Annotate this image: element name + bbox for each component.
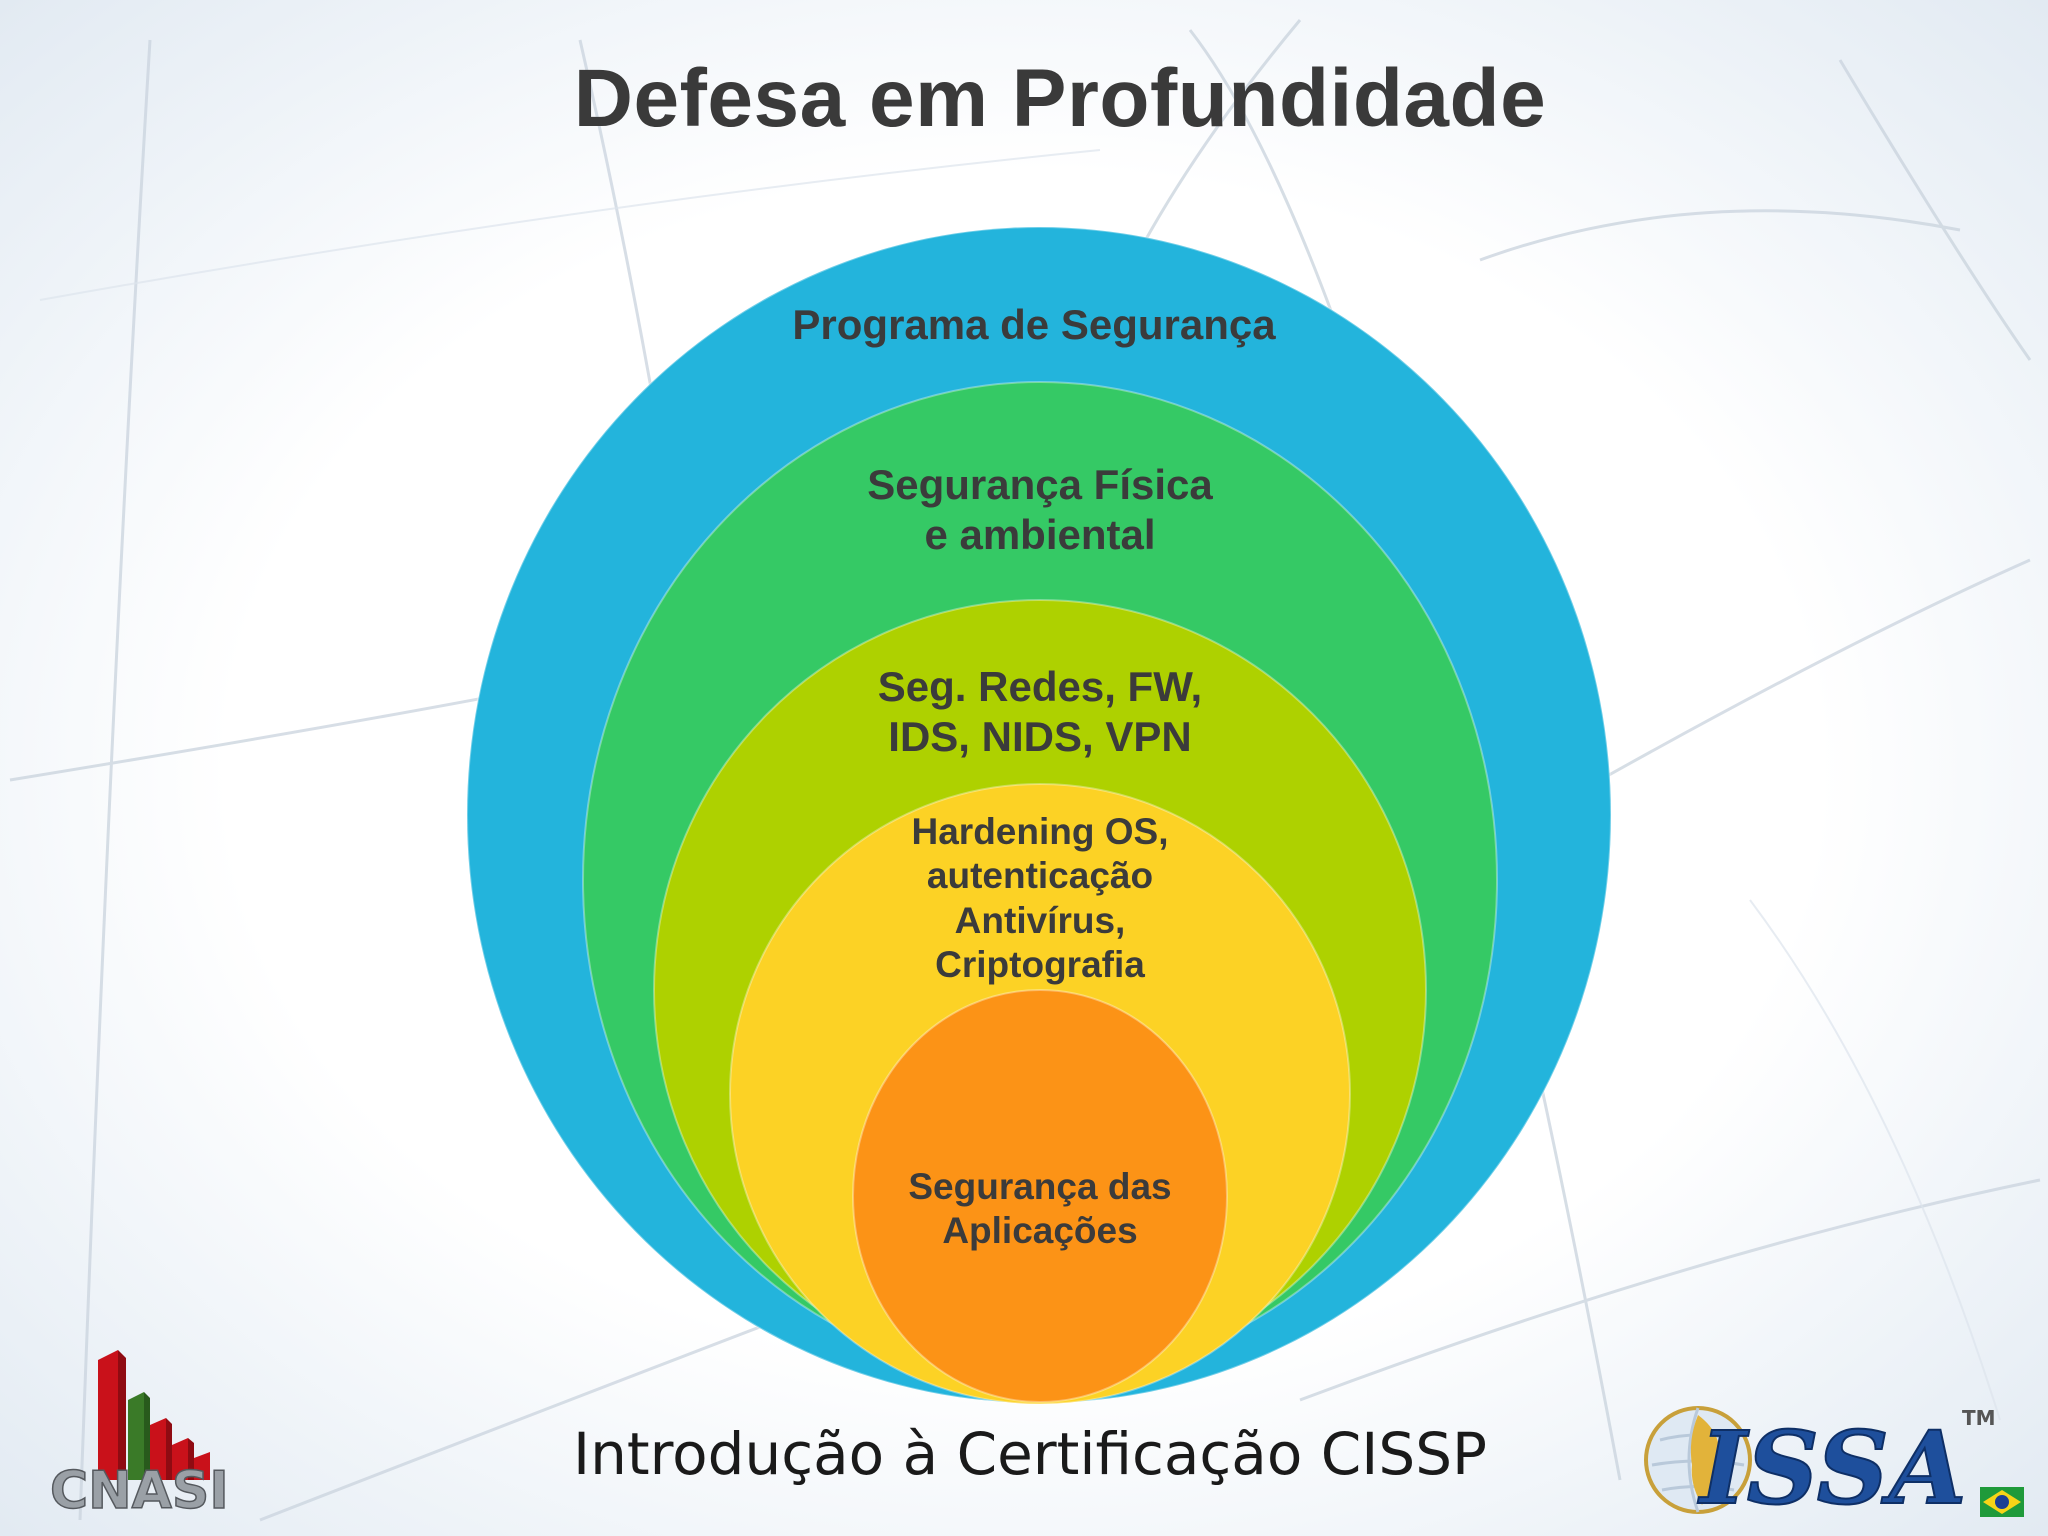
layer-aplicacoes-label: Segurança das Aplicações [908, 1166, 1172, 1252]
bar-chart-icon [98, 1350, 210, 1480]
globe-icon [1644, 1406, 1752, 1514]
layer-redes-label: Seg. Redes, FW, IDS, NIDS, VPN [877, 663, 1203, 761]
footer-text: Introdução à Certificação CISSP [573, 1420, 1487, 1488]
layer-fisica-label: Segurança Física e ambiental [867, 461, 1213, 559]
svg-text:CNASI: CNASI [50, 1461, 229, 1520]
issa-logo: ISSA TM [1644, 1406, 2024, 1525]
layer-programa-label: Programa de Segurança [792, 301, 1276, 348]
cnasi-logo: CNASI [49, 1350, 229, 1520]
svg-text:ISSA: ISSA [1697, 1409, 1967, 1525]
layer-aplicacoes-circle [852, 989, 1228, 1403]
layer-host-label: Hardening OS, autenticação Antivírus, Cr… [911, 811, 1169, 986]
brazil-flag-icon [1980, 1487, 2024, 1517]
slide-title: Defesa em Profundidade [573, 53, 1547, 144]
svg-text:TM: TM [1962, 1406, 1996, 1430]
